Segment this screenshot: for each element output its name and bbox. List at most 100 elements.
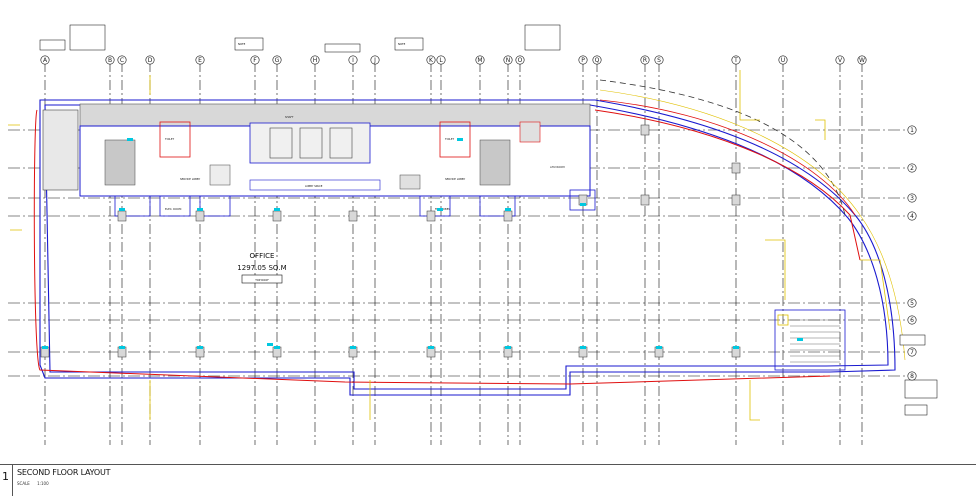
grid-bubble-A [40,55,50,65]
cyan-marker-17 [267,343,273,346]
grid-label-col-H: H [313,57,318,64]
grid-bubble-H [310,55,320,65]
grid-bubble-O [515,55,525,65]
grid-bubble-P [578,55,588,65]
cyan-marker-1 [197,208,203,211]
room-tag-box [241,274,283,284]
grid-label-col-W: W [859,57,865,64]
grid-bubble-row-3 [907,193,917,203]
room-label-ahu: AHU ROOM [550,165,565,169]
column-0 [117,210,127,222]
sheet-number: 1 [2,470,9,483]
grid-bubble-C [117,55,127,65]
room-label-electrical: ELEC. ROOM [165,207,181,211]
callout-tags: NOTE NOTE [39,24,938,416]
grid-label-col-S: S [657,57,661,64]
grid-label-col-G: G [275,57,280,64]
grid-bubble-V [835,55,845,65]
grid-label-row-3: 3 [910,195,914,202]
grid-label-col-M: M [477,57,482,64]
grid-bubble-row-1 [907,125,917,135]
grid-bubble-Q [592,55,602,65]
grid-bubble-row-7 [907,347,917,357]
room-name: OFFICE [250,252,275,260]
grid-bubble-G [272,55,282,65]
column-1 [195,210,205,222]
grid-bubble-U [778,55,788,65]
column-2 [272,210,282,222]
cyan-marker-12 [505,346,511,349]
grid-label-col-D: D [148,57,153,64]
drawing-title: SECOND FLOOR LAYOUT [17,468,111,477]
cyan-marker-5 [580,203,586,206]
column-5 [503,210,513,222]
grid-bubble-K [426,55,436,65]
note-tag-text: NOTE [238,42,246,46]
column-8 [731,194,741,206]
canopy-arc [599,79,846,216]
cyan-marker-11 [428,346,434,349]
facade-line [33,109,861,385]
grid-label-col-T: T [733,57,738,64]
cyan-marker-16 [797,338,803,341]
room-area: 1297.05 SQ.M [237,264,286,272]
grid-bubble-N [503,55,513,65]
grid-label-col-E: E [198,57,202,64]
east-stair [774,309,846,371]
grid-label-col-F: F [253,57,257,64]
room-label-shaft: SHAFT [285,115,294,119]
grid-label-col-B: B [108,57,112,64]
grid-bubble-B [105,55,115,65]
room-tag: TOP ROOF [255,278,269,282]
cyan-marker-7 [119,346,125,349]
cyan-marker-19 [457,138,463,141]
cyan-markers [42,138,803,349]
title-rule [0,464,976,465]
cyan-marker-15 [733,346,739,349]
grid-label-row-6: 6 [910,317,914,324]
grid-bubble-L [436,55,446,65]
room-label-lobby-space: LOBBY SPACE [305,184,323,188]
grid-bubble-row-4 [907,211,917,221]
grid-bubble-row-8 [907,371,917,381]
grid-label-col-J: J [373,57,376,64]
grid-bubble-row-6 [907,315,917,325]
grid-label-col-O: O [518,57,523,64]
grid-bubble-R [640,55,650,65]
grid-label-row-1: 1 [910,127,914,134]
grid-label-col-A: A [43,57,48,64]
cyan-marker-18 [127,138,133,141]
grid-label-col-N: N [506,57,511,64]
drawing-title-block: 1 SECOND FLOOR LAYOUT SCALE 1:100 [0,462,976,496]
grid-bubble-F [250,55,260,65]
service-core: SERVICE LOBBY LOBBY SPACE SERVICE LOBBY … [42,103,591,211]
grid-bubble-D [145,55,155,65]
column-7 [640,194,650,206]
grid-label-row-4: 4 [910,213,914,220]
column-4 [426,210,436,222]
grid-bubble-row-5 [907,298,917,308]
title-divider [12,465,13,496]
cyan-marker-2 [274,208,280,211]
cyan-marker-10 [350,346,356,349]
grid-bubble-S [654,55,664,65]
cyan-marker-3 [437,208,443,211]
grid-bubble-J [370,55,380,65]
drawing-scale: SCALE 1:100 [17,481,55,486]
grid-label-row-8: 8 [910,373,914,380]
grid-bubble-W [857,55,867,65]
cyan-marker-6 [42,346,48,349]
grid-bubble-M [475,55,485,65]
cyan-marker-0 [119,208,125,211]
grid-label-row-2: 2 [910,165,914,172]
structural-columns [40,124,741,358]
scale-value: 1:100 [37,481,49,486]
grid-label-row-5: 5 [910,300,914,307]
grid-label-col-U: U [781,57,785,64]
cyan-marker-8 [197,346,203,349]
grid-bubble-E [195,55,205,65]
building-outline [39,99,896,396]
dimension-lines [8,70,906,421]
